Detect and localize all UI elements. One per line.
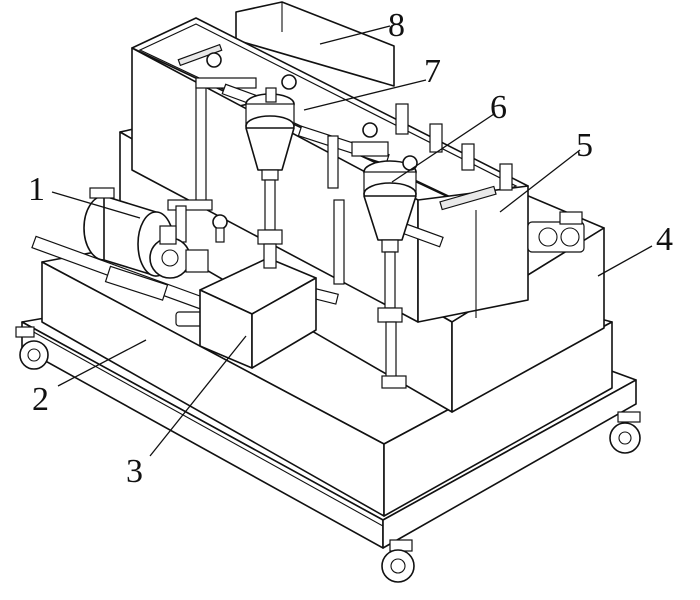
pump-motor [83,187,209,301]
callout-1: 1 [28,171,45,208]
callout-2: 2 [32,381,49,418]
leader-lines [51,25,653,457]
hydrocyclone-left [245,74,297,269]
back-box [235,1,395,87]
caster-wheel-front-right [381,539,415,583]
callout-4: 4 [656,221,673,258]
callout-7: 7 [424,53,441,90]
callout-3: 3 [126,453,143,490]
callout-5: 5 [576,127,593,164]
caster-wheel-front-left [15,326,49,370]
right-side-flange [527,211,585,253]
control-box [199,257,317,369]
callout-6: 6 [490,89,507,126]
callout-numbers: 1 2 3 4 5 6 7 8 [28,7,673,490]
callout-8: 8 [388,7,405,44]
hydrocyclone-right [351,122,418,389]
pressure-gauges [206,52,228,243]
caster-wheel-back-right [609,411,641,454]
